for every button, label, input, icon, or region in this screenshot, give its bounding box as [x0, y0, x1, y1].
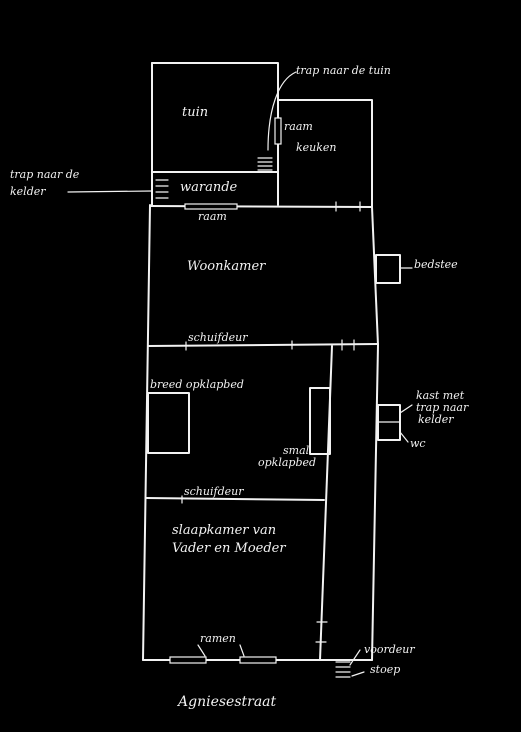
- narrow-folding-bed: [309, 387, 331, 455]
- label-living-room: Woonkamer: [187, 259, 266, 274]
- wide-folding-bed: [147, 392, 190, 454]
- veranda-window: [184, 203, 238, 210]
- sliding-door-2: [145, 497, 325, 501]
- front-door: [335, 649, 365, 678]
- label-front-door: voordeur: [364, 643, 415, 656]
- label-bedroom-2: Vader en Moeder: [172, 541, 286, 556]
- label-front-windows: ramen: [200, 632, 236, 645]
- label-bedroom-1: slaapkamer van: [172, 523, 276, 538]
- label-wc: wc: [410, 437, 426, 450]
- label-kitchen: keuken: [296, 141, 337, 154]
- wall-ticks: [181, 201, 361, 643]
- label-cupboard-3: kelder: [418, 413, 454, 426]
- outer-walls: [142, 62, 379, 661]
- label-narrow-folding-bed-1: smal: [283, 444, 310, 457]
- label-stoop: stoep: [370, 663, 400, 676]
- label-stairs-to-cellar-2: kelder: [10, 185, 46, 198]
- label-veranda: warande: [180, 180, 238, 195]
- label-box-bed: bedstee: [414, 258, 458, 271]
- label-wide-folding-bed: breed opklapbed: [150, 378, 244, 391]
- label-veranda-window: raam: [198, 210, 227, 223]
- label-stairs-to-cellar-1: trap naar de: [10, 168, 80, 181]
- stairs-to-cellar: [67, 179, 169, 199]
- box-bed: [375, 254, 413, 284]
- label-sliding-door-2: schuifdeur: [184, 485, 244, 498]
- label-street: Agniesestraat: [176, 694, 277, 710]
- label-sliding-door-1: schuifdeur: [188, 331, 248, 344]
- cupboard-wc: [377, 404, 413, 443]
- front-windows: [169, 644, 277, 664]
- label-cupboard-1: kast met: [416, 389, 465, 402]
- label-garden: tuin: [182, 105, 208, 120]
- label-kitchen-window: raam: [284, 120, 313, 133]
- stairs-to-garden: [257, 71, 297, 171]
- kitchen-window: [274, 117, 282, 145]
- label-narrow-folding-bed-2: opklapbed: [258, 456, 316, 469]
- interior-walls: [147, 171, 379, 661]
- label-stairs-to-garden: trap naar de tuin: [296, 64, 391, 77]
- label-cupboard-2: trap naar: [416, 401, 469, 414]
